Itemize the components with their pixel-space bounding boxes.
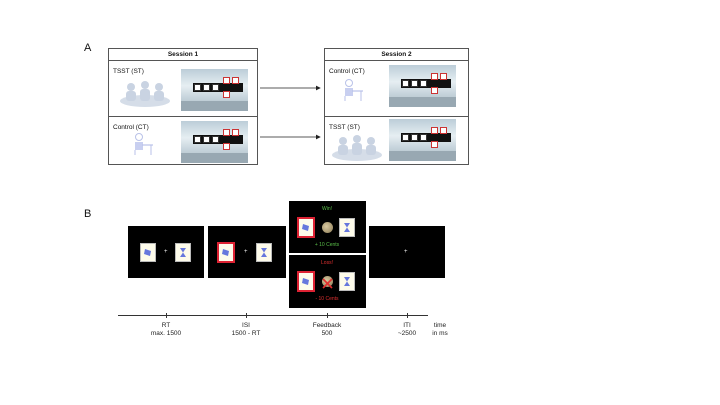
stimulus-card-right: [175, 243, 191, 262]
fixation-cross: +: [404, 249, 408, 255]
selected-card: [297, 271, 315, 292]
phase-detail: 500: [321, 330, 333, 337]
time-unit-line1: time: [433, 322, 447, 329]
feedback-screen-loss: Loss! - 10 Cents: [289, 255, 366, 308]
timeline-tick: [327, 313, 328, 318]
timeline-tick: [407, 313, 408, 318]
trial-screen-iti: +: [369, 226, 445, 278]
timeline-tick: [246, 313, 247, 318]
timeline-axis: [118, 315, 428, 316]
selected-card: [217, 242, 235, 263]
loss-amount: - 10 Cents: [315, 296, 339, 302]
phase-detail: ~2500: [397, 330, 417, 337]
timeline-tick: [166, 313, 167, 318]
phase-feedback: Feedback 500: [297, 322, 357, 338]
stimulus-card-right: [339, 218, 355, 237]
selected-card: [297, 217, 315, 238]
trial-screen-choice: +: [128, 226, 204, 278]
single-person-desk-icon: [134, 133, 153, 155]
coin-icon: [322, 222, 333, 233]
session-2-title: Session 2: [325, 49, 468, 61]
trial-screen-isi: +: [208, 226, 286, 278]
session-transition-arrows: [260, 85, 321, 140]
win-label: Win!: [322, 206, 332, 212]
crossed-coin-icon: [322, 276, 333, 289]
fixation-cross: +: [164, 249, 168, 255]
session-1-row-divider: [109, 116, 257, 117]
task-room-image: [389, 119, 456, 161]
feedback-screen-win: Win! + 10 Cents: [289, 201, 366, 253]
session-1-box: Session 1 TSST (ST) Control (CT): [108, 48, 258, 165]
session-2-condition-2: TSST (ST): [329, 124, 360, 131]
single-person-desk-icon: [344, 79, 363, 101]
session-1-title: Session 1: [109, 49, 257, 61]
phase-name: ISI: [242, 322, 250, 329]
fixation-cross: +: [244, 249, 248, 255]
session-2-box: Session 2 Control (CT) TSST (ST): [324, 48, 469, 165]
stimulus-card-right: [339, 272, 355, 291]
win-amount: + 10 Cents: [314, 242, 340, 248]
time-unit-line2: in ms: [432, 330, 448, 337]
time-unit-label: time in ms: [425, 322, 455, 338]
phase-name: Feedback: [312, 322, 342, 329]
loss-label: Loss!: [321, 260, 333, 266]
phase-name: RT: [161, 322, 171, 329]
stimulus-card-right: [256, 243, 272, 262]
session-2-condition-1: Control (CT): [329, 68, 365, 75]
phase-isi: ISI 1500 - RT: [216, 322, 276, 338]
panel-b-label: B: [84, 208, 92, 220]
phase-name: ITI: [403, 322, 411, 329]
task-room-image: [181, 121, 248, 163]
phase-rt: RT max. 1500: [136, 322, 196, 338]
phase-detail: 1500 - RT: [231, 330, 261, 337]
stimulus-card-left: [140, 243, 156, 262]
group-people-icon: [120, 81, 170, 107]
phase-iti: ITI ~2500: [377, 322, 437, 338]
phase-detail: max. 1500: [150, 330, 182, 337]
panel-a-label: A: [84, 42, 92, 54]
task-room-image: [389, 65, 456, 107]
session-1-condition-2: Control (CT): [113, 124, 149, 131]
group-people-icon: [332, 135, 382, 161]
session-2-row-divider: [325, 116, 468, 117]
session-1-condition-1: TSST (ST): [113, 68, 144, 75]
task-room-image: [181, 69, 248, 111]
